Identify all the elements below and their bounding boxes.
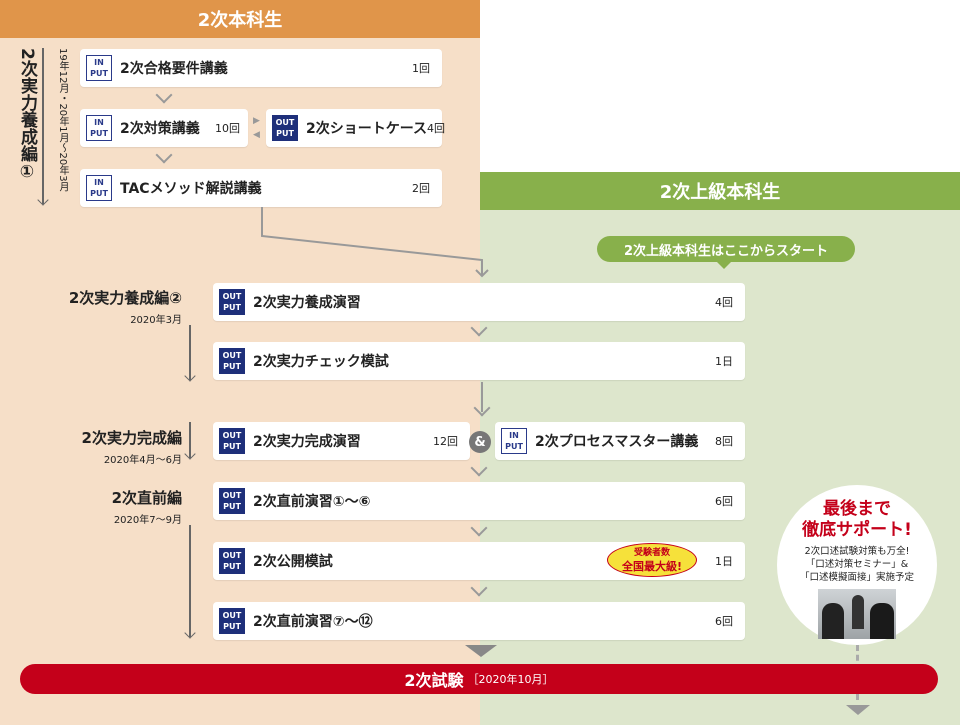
advanced-course-header: 2次上級本科生 <box>480 172 960 210</box>
course-title: 2次直前演習①〜⑥ <box>253 494 371 510</box>
phase-date: 2020年4月〜6月 <box>103 455 182 466</box>
phase-2-timeline <box>189 325 191 380</box>
phase-name: 2次実力養成編② <box>68 289 182 307</box>
course-title: TACメソッド解説講義 <box>120 181 262 197</box>
phase-date: 2020年7〜9月 <box>113 515 182 526</box>
course-count: 8回 <box>715 435 733 448</box>
connector-line <box>481 382 483 412</box>
support-text: 2次口述試験対策も万全!「口述対策セミナー」&「口述模擬面接」実施予定 <box>799 546 914 583</box>
mock-exam-badge: 受験者数全国最大級! <box>607 543 697 577</box>
support-callout: 最後まで徹底サポート! 2次口述試験対策も万全!「口述対策セミナー」&「口述模擬… <box>777 485 937 645</box>
phase-name: 2次直前編 <box>111 489 182 507</box>
course-title: 2次公開模試 <box>253 554 333 570</box>
exam-title: 2次試験 <box>404 671 464 690</box>
course-title: 2次合格要件講義 <box>120 61 228 77</box>
course-count: 10回 <box>215 122 240 135</box>
course-count: 1日 <box>715 555 733 568</box>
phase-4: 2次直前編 2020年7〜9月 <box>112 487 182 526</box>
swap-arrows-icon: ▶◀ <box>253 116 260 140</box>
course-count: 1回 <box>412 62 430 75</box>
phase-1-date: 19年12月・20年1月〜20年3月 <box>57 48 68 192</box>
triangle-down-icon <box>465 645 497 657</box>
course-count: 6回 <box>715 495 733 508</box>
course-title: 2次実力完成演習 <box>253 434 361 450</box>
course-title: 2次直前演習⑦〜⑫ <box>253 614 373 630</box>
course-count: 4回 <box>427 122 446 135</box>
course-title: 2次実力養成演習 <box>253 295 361 311</box>
course-count: 12回 <box>433 435 458 448</box>
support-title: 最後まで徹底サポート! <box>802 499 912 540</box>
course-count: 1日 <box>715 355 733 368</box>
course-count: 4回 <box>715 296 733 309</box>
course-count: 6回 <box>715 615 733 628</box>
course-title: 2次実力チェック模試 <box>253 354 389 370</box>
exam-date: ［2020年10月］ <box>467 673 554 686</box>
course-title: 2次プロセスマスター講義 <box>535 434 699 450</box>
advanced-start-label: 2次上級本科生はここからスタート <box>597 236 855 269</box>
phase-date: 2020年3月 <box>130 315 182 326</box>
phase-2: 2次実力養成編② 2020年3月 <box>69 287 182 326</box>
course-title: 2次対策講義 <box>120 121 200 137</box>
exam-bar: 2次試験［2020年10月］ <box>20 664 938 694</box>
course-count: 2回 <box>412 182 430 195</box>
phase-1-timeline <box>42 48 44 204</box>
phase-name: 2次実力完成編 <box>81 429 182 447</box>
triangle-down-icon <box>846 705 870 715</box>
interview-photo <box>818 589 896 639</box>
phase-4-timeline <box>189 525 191 637</box>
course-title: 2次ショートケース <box>306 121 428 137</box>
phase-1-name: 2次実力養成編① <box>17 48 37 182</box>
phase-3-timeline <box>189 422 191 458</box>
phase-3: 2次実力完成編 2020年4月〜6月 <box>82 427 182 466</box>
main-course-header: 2次本科生 <box>0 0 480 38</box>
ampersand-icon: & <box>469 431 491 453</box>
